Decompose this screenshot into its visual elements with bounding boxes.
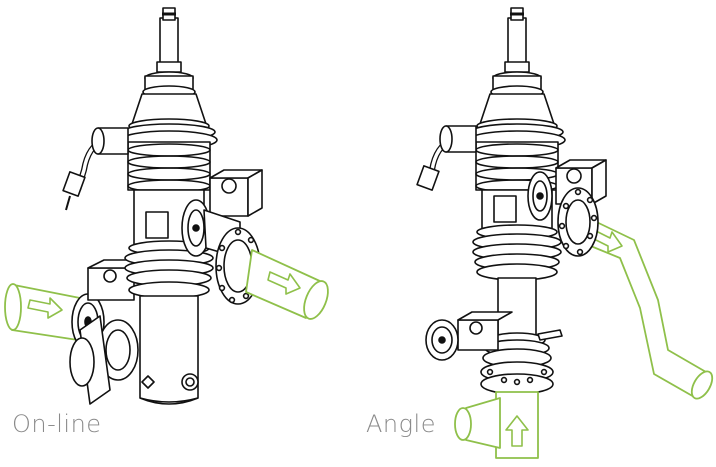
flow-arrow-icon (505, 415, 529, 447)
caption-angle: Angle (366, 410, 436, 438)
online-outlet-pipe (245, 249, 329, 320)
online-inlet-pipe (4, 283, 81, 341)
online-control-hose (62, 127, 129, 211)
online-filter-assembly (4, 7, 329, 405)
angle-drain-valve (425, 311, 563, 361)
angle-filter-assembly (416, 7, 714, 459)
angle-main-housing (468, 7, 566, 395)
flow-arrow-icon (27, 297, 63, 319)
online-main-housing (120, 7, 218, 405)
angle-outlet-pipe (575, 215, 714, 400)
angle-outlet-valve (527, 159, 607, 257)
angle-inlet-pipe (454, 391, 539, 459)
online-inlet-valve (69, 259, 151, 405)
caption-online: On-line (12, 410, 102, 438)
angle-control-hose (416, 125, 477, 191)
flow-arrow-icon (267, 271, 301, 295)
